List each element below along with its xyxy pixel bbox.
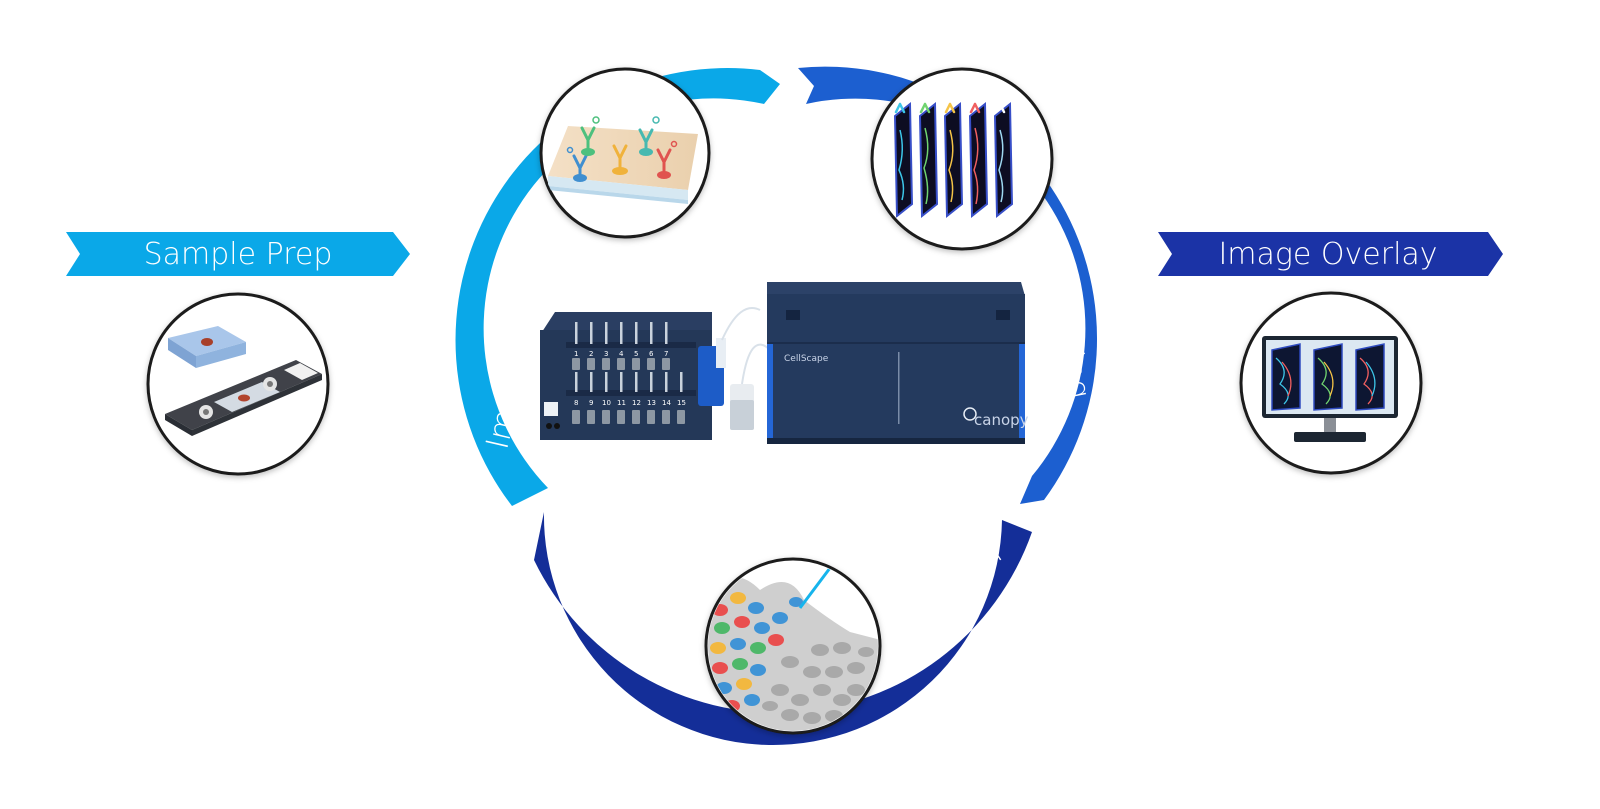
monitor-overlay-icon [1239,291,1423,475]
canopy-logo-text: canopy [974,411,1029,429]
signal-label: Signal [599,562,697,645]
rack-number: 13 [647,399,656,407]
sample-prep-banner: Sample Prep [66,232,410,276]
signal-removal-arc [534,512,1032,746]
removal-label: Removal [876,534,1008,637]
rack-number: 15 [677,399,686,407]
rack-number: 4 [619,350,624,358]
image-overlay-banner: Image Overlay [1158,232,1503,276]
cellscape-brand: CellScape [784,354,829,364]
cellscape-instrument-icon: 1 2 3 4 5 6 7 8 9 10 11 12 13 14 15 [540,282,1029,444]
antibody-staining-icon [539,67,711,239]
sample-slide-icon [146,292,330,476]
sample-prep-label: Sample Prep [144,237,333,272]
rack-number: 9 [589,399,593,407]
rack-number: 1 [574,350,578,358]
imaging-arc [798,66,1098,504]
rack-number: 6 [649,350,654,358]
rack-number: 11 [617,399,626,407]
imaging-stack-icon [870,67,1054,251]
immuno-stain-arc [455,68,780,506]
rack-number: 7 [664,350,668,358]
rack-number: 5 [634,350,638,358]
signal-removal-icon [704,557,882,735]
rack-number: 12 [632,399,641,407]
rack-number: 8 [574,399,578,407]
rack-number: 2 [589,350,593,358]
rack-number: 14 [662,399,671,407]
cycle-ring [455,66,1098,746]
rack-number: 3 [604,350,608,358]
rack-number: 10 [602,399,611,407]
image-overlay-label: Image Overlay [1218,237,1437,272]
